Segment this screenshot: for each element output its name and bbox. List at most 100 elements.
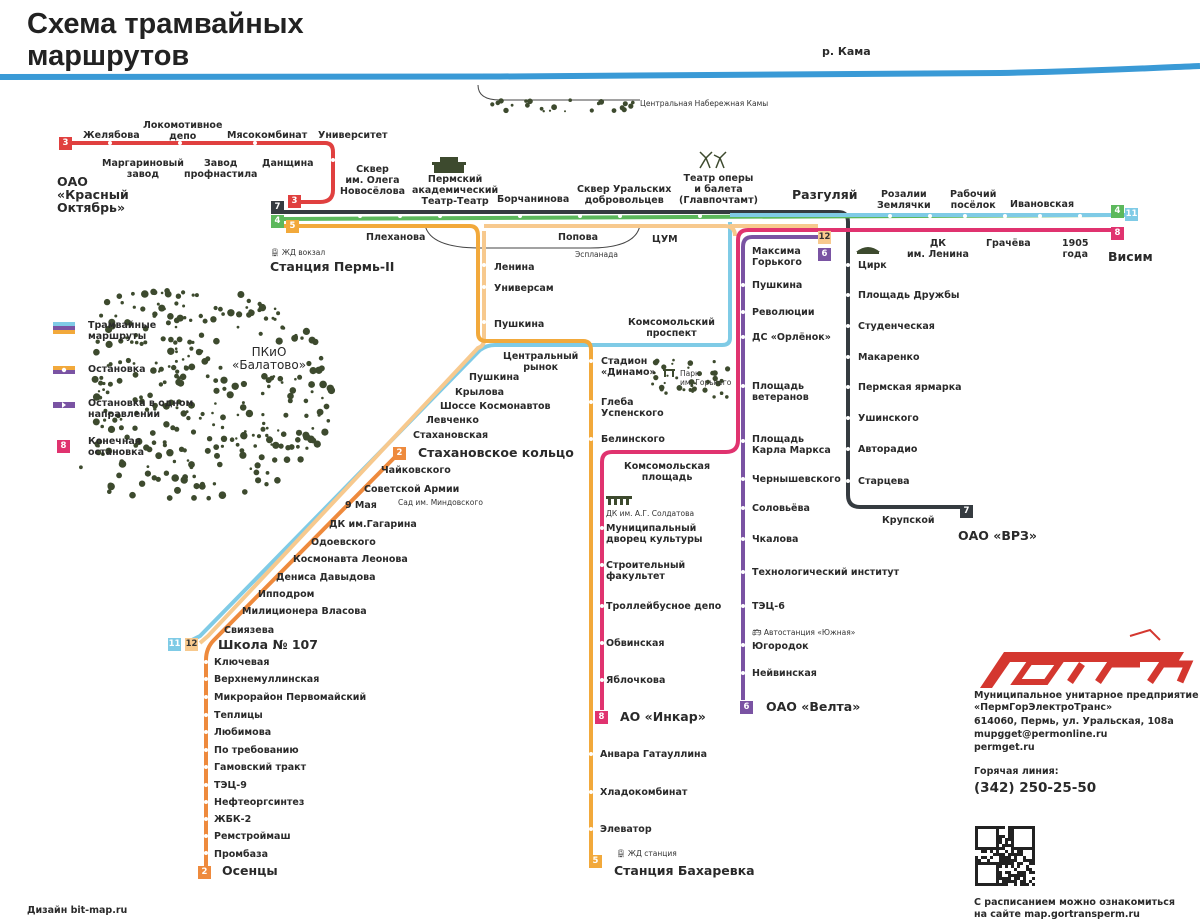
tree-dot bbox=[213, 444, 220, 450]
zhd-vokzal-text: ЖД вокзал bbox=[281, 248, 326, 257]
tree-dot bbox=[174, 359, 178, 363]
tree-dot bbox=[214, 452, 220, 459]
qr-module bbox=[1026, 865, 1029, 868]
tree-dot bbox=[105, 340, 113, 348]
stop-yugorodok: Югородок bbox=[752, 641, 809, 652]
qr-module bbox=[1014, 883, 1017, 886]
tree-dot bbox=[102, 388, 105, 391]
stop-dot bbox=[846, 355, 850, 359]
terminal-osentsy: Осенцы bbox=[222, 863, 278, 878]
tree-dot bbox=[116, 293, 123, 300]
qr-module bbox=[1005, 850, 1008, 853]
tree-dot bbox=[108, 362, 113, 367]
tree-dot bbox=[171, 364, 177, 371]
tree-dot bbox=[175, 350, 178, 354]
stop-zhelyabova: Желябова bbox=[83, 130, 140, 141]
tree-dot bbox=[319, 380, 327, 389]
tree-dot bbox=[103, 408, 108, 413]
tree-dot bbox=[204, 447, 211, 454]
embankment-label: Центральная Набережная Камы bbox=[640, 99, 769, 108]
route-6-end-badge: 6 bbox=[818, 248, 831, 261]
tree-dot bbox=[245, 306, 249, 309]
qr-module bbox=[1002, 853, 1005, 856]
stop-borchaninova: Борчанинова bbox=[497, 194, 570, 205]
stop-levchenko: Левченко bbox=[426, 415, 479, 426]
tree-dot bbox=[177, 379, 185, 387]
tree-dot bbox=[107, 381, 113, 387]
tree-dot bbox=[273, 307, 277, 311]
tree-dot bbox=[249, 467, 253, 471]
stop-dot bbox=[741, 671, 745, 675]
tree-dot bbox=[189, 318, 193, 322]
route-2-start-badge: 2 bbox=[198, 866, 211, 879]
stop-dantsina: Данщина bbox=[262, 158, 314, 169]
tree-dot bbox=[174, 347, 178, 351]
tree-dot bbox=[548, 109, 552, 112]
tree-dot bbox=[92, 393, 101, 401]
qr-module bbox=[1032, 853, 1035, 856]
stop-verkhnemullinskaya: Верхнемуллинская bbox=[214, 674, 320, 685]
schedule-line-2[interactable]: на сайте map.gortransperm.ru bbox=[974, 909, 1140, 920]
stop-zhbk2: ЖБК-2 bbox=[214, 814, 252, 825]
qr-module bbox=[999, 838, 1002, 841]
stop-trolleybus: Троллейбусное депо bbox=[606, 601, 722, 612]
tree-dot bbox=[697, 371, 702, 377]
stop-tets6: ТЭЦ-6 bbox=[752, 601, 785, 612]
bus-icon: 🚌︎ bbox=[752, 628, 762, 637]
tree-dot bbox=[180, 476, 188, 484]
route-5-line bbox=[284, 224, 593, 855]
tree-dot bbox=[691, 386, 697, 392]
tree-dot bbox=[675, 376, 679, 380]
tree-dot bbox=[253, 469, 260, 476]
legend-stop-dot bbox=[61, 367, 67, 373]
qr-module bbox=[999, 826, 1002, 829]
tree-dot bbox=[676, 385, 683, 391]
tree-dot bbox=[218, 306, 223, 312]
tree-dot bbox=[107, 489, 112, 495]
qr-module bbox=[999, 883, 1002, 886]
tree-dot bbox=[321, 396, 324, 400]
company-website[interactable]: permget.ru bbox=[974, 742, 1035, 753]
tree-dot bbox=[161, 404, 164, 407]
stop-tets9: ТЭЦ-9 bbox=[214, 780, 247, 791]
tree-dot bbox=[265, 471, 270, 475]
tree-dot bbox=[652, 371, 656, 375]
tree-dot bbox=[664, 391, 668, 395]
terminal-bakharevka: Станция Бахаревка bbox=[614, 863, 755, 878]
tree-dot bbox=[163, 421, 170, 428]
qr-finder bbox=[975, 862, 999, 886]
terminal-perm2: Станция Пермь-II bbox=[270, 259, 395, 274]
stop-dot bbox=[331, 158, 335, 162]
stop-dot bbox=[204, 783, 208, 787]
company-email[interactable]: mupgget@permonline.ru bbox=[974, 729, 1108, 740]
tree-dot bbox=[272, 441, 280, 449]
tree-dot bbox=[295, 437, 301, 443]
qr-module bbox=[1032, 871, 1035, 874]
tree-dot bbox=[256, 434, 262, 439]
tree-dot bbox=[199, 481, 205, 487]
tree-dot bbox=[297, 374, 303, 380]
tree-dot bbox=[95, 339, 100, 344]
stop-dot bbox=[518, 214, 522, 218]
tree-dot bbox=[183, 365, 189, 371]
tree-dot bbox=[133, 333, 138, 338]
tree-dot bbox=[102, 381, 106, 386]
tree-dot bbox=[95, 449, 102, 456]
tree-dot bbox=[712, 360, 716, 364]
park-balatovo-trees bbox=[79, 288, 336, 501]
qr-module bbox=[1032, 859, 1035, 862]
tree-dot bbox=[712, 375, 718, 382]
stop-plekhanova: Плеханова bbox=[366, 232, 426, 243]
tree-dot bbox=[132, 371, 139, 378]
qr-module bbox=[984, 850, 987, 853]
stop-dot bbox=[204, 660, 208, 664]
stop-dot bbox=[741, 477, 745, 481]
tree-dot bbox=[245, 409, 254, 418]
design-credit[interactable]: Дизайн bit-map.ru bbox=[27, 905, 128, 916]
stop-dot bbox=[1078, 214, 1082, 218]
tree-dot bbox=[596, 101, 601, 106]
